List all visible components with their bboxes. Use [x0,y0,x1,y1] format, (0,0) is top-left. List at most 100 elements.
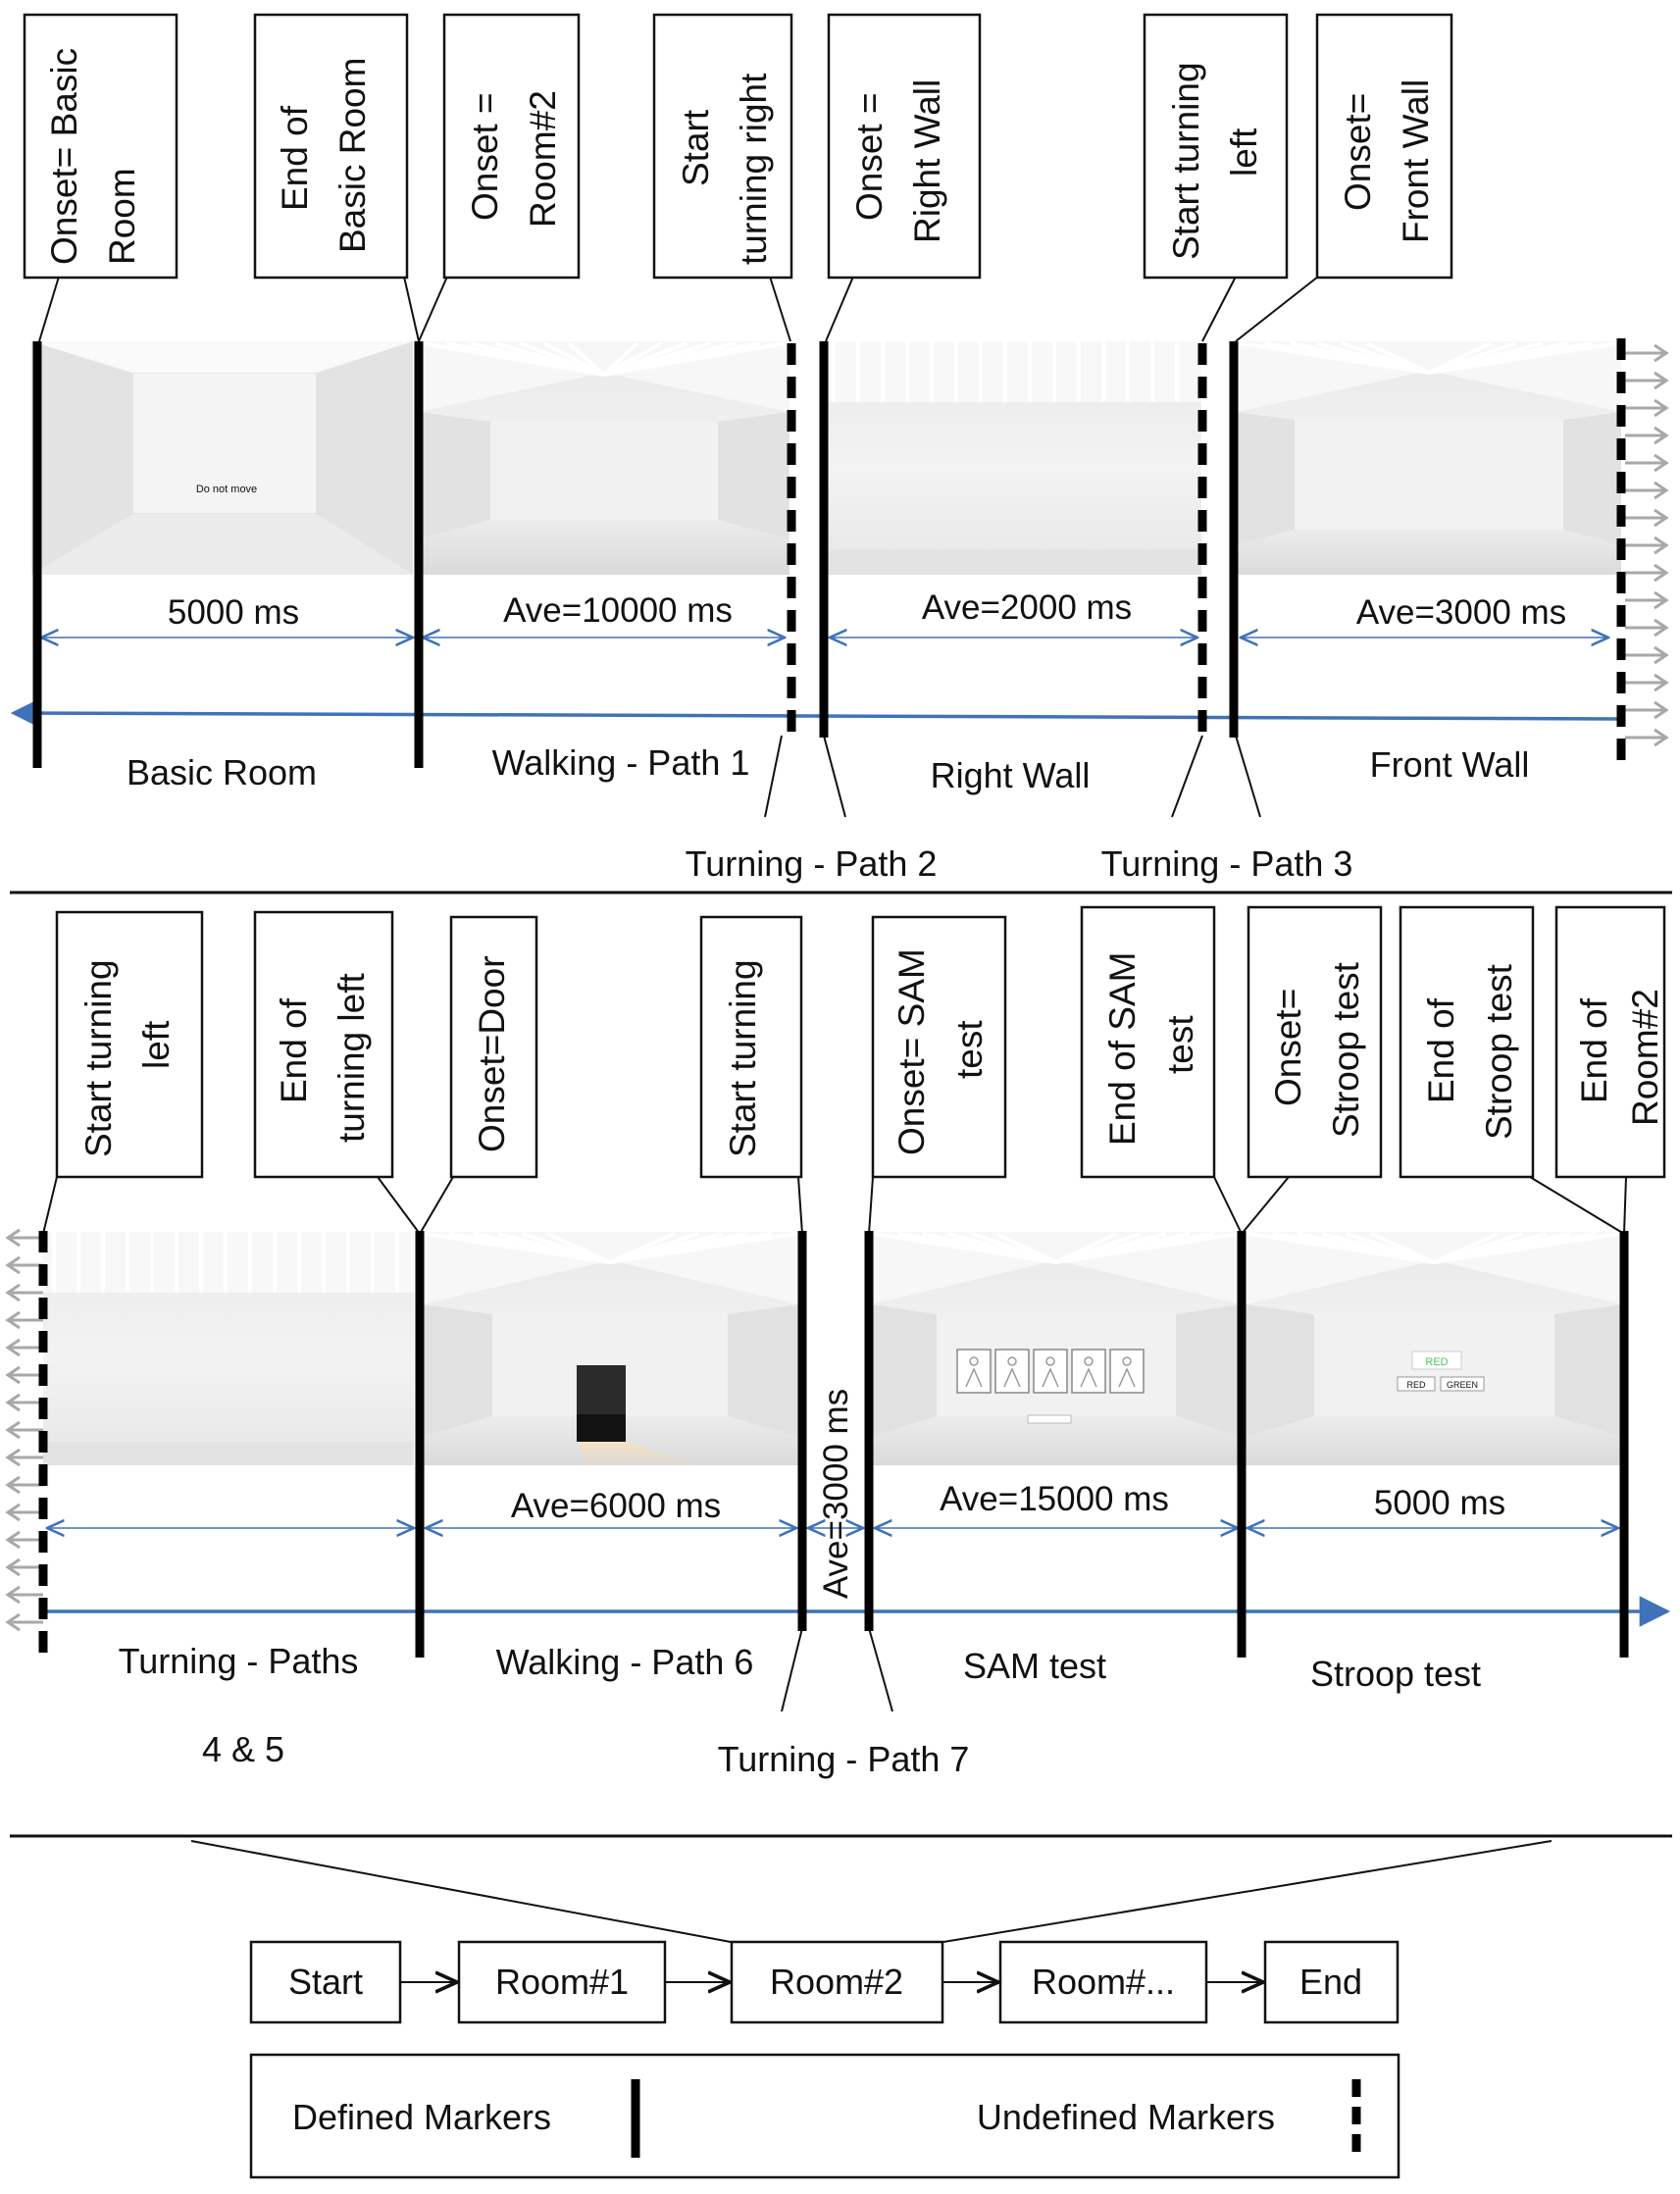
continuation-arrows-right [1625,343,1669,747]
continuation-arrow-head [5,1475,21,1495]
callout-text: Basic Room [332,58,373,253]
flow-step-start: Start [249,1940,402,2024]
continuation-arrow-head [5,1530,21,1550]
duration-label: 5000 ms [168,593,299,632]
continuation-arrow-head [1654,728,1669,747]
leader-line [403,276,420,342]
flow-step-end: End [1263,1940,1400,2024]
legend-undefined-label: Undefined Markers [977,2097,1275,2137]
continuation-arrow-head [5,1612,21,1632]
leader-line [1235,735,1261,818]
callout-text: End of [1421,997,1461,1103]
scene-front-wall [1237,341,1621,575]
flow-step-label: Room#2 [770,1962,903,2002]
leader-line [1171,735,1203,818]
callout-end-stroop: End of Stroop test [1399,905,1535,1179]
callout-text: test [949,1020,990,1079]
turning-label: Turning - Path 7 [718,1739,970,1779]
phase-label: Right Wall [931,755,1091,795]
duration-label: Ave=6000 ms [511,1487,721,1525]
callout-text: Room [102,168,142,265]
stroop-word: RED [1425,1356,1448,1368]
scene-basic-room: Do not move [31,341,413,575]
callout-text: Onset=Door [472,955,512,1152]
zoom-line [190,1840,732,1943]
callout-text: Start [676,109,716,186]
continuation-arrow-head [1654,453,1669,473]
leader-line [797,1176,803,1235]
continuation-arrow-head [1654,398,1669,418]
zoom-line [942,1840,1553,1943]
callout-text: Onset = [849,92,890,221]
continuation-arrow-head [1654,536,1669,555]
callout-text: Onset= [1268,989,1308,1106]
continuation-arrow-head [1654,343,1669,363]
continuation-arrow-head [1654,645,1669,665]
continuation-arrow-head [5,1283,21,1302]
bottom-section: RED RED GREEN Start turning left End of … [5,905,1671,1779]
phase-label: Basic Room [127,752,317,792]
callout-text: test [1160,1015,1200,1074]
continuation-arrow-head [5,1557,21,1577]
flow-step-room-more: Room#... [998,1940,1208,2024]
leader-line [825,276,854,342]
flow-step-room1: Room#1 [457,1940,667,2024]
callout-start-turning-right: Start turning right [652,13,793,280]
continuation-arrow-head [5,1420,21,1440]
callout-text: turning left [331,973,372,1143]
callout-onset-door: Onset=Door [449,915,538,1179]
duration-label: Ave=3000 ms [817,1389,855,1599]
duration-label: Ave=3000 ms [1356,593,1566,632]
continuation-arrow-head [5,1310,21,1330]
callout-text: Room#2 [523,90,563,228]
callout-onset-sam: Onset= SAM test [871,915,1007,1179]
phase-label: Front Wall [1370,744,1530,785]
duration-label: Ave=15000 ms [940,1480,1169,1518]
phase-label: 4 & 5 [202,1729,284,1769]
phase-label: Turning - Paths [119,1641,359,1681]
callout-onset-room2: Onset = Room#2 [442,13,581,280]
scene-stroop-test: RED RED GREEN [1246,1232,1623,1465]
callout-onset-basic-room: Onset= Basic Room [23,13,178,280]
callout-text: Onset = [465,92,505,221]
continuation-arrow-head [1654,590,1669,610]
continuation-arrow-head [1654,673,1669,692]
continuation-arrows-left [5,1228,43,1632]
callout-onset-right-wall: Onset = Right Wall [827,13,982,280]
continuation-arrow-head [1654,618,1669,638]
phase-label: Walking - Path 6 [496,1642,754,1682]
sam-manikin-icons [956,1349,1145,1394]
callout-text: Room#2 [1625,989,1665,1126]
leader-line [419,1176,454,1235]
scene-sam-test [871,1232,1242,1465]
callout-start-turning-left: Start turning left [1143,13,1289,280]
continuation-arrow-head [5,1338,21,1357]
leader-line [1201,276,1237,342]
callout-onset-front-wall: Onset= Front Wall [1315,13,1453,280]
leader-line [1235,276,1319,342]
continuation-arrow-head [1654,563,1669,583]
leader-line [1241,1176,1290,1235]
callout-text: Start turning [78,959,119,1157]
callout-text: End of SAM [1102,952,1143,1146]
phase-label: Walking - Path 1 [492,742,750,783]
continuation-arrow-head [5,1365,21,1385]
continuation-arrow-head [1654,508,1669,528]
callout-text: End of [274,997,314,1103]
top-section: Do not move [10,13,1669,884]
callout-onset-stroop: Onset= Stroop test [1247,905,1383,1179]
legend-defined-label: Defined Markers [292,2097,551,2137]
callout-text: End of [1574,997,1614,1103]
continuation-arrow-head [5,1228,21,1248]
continuation-arrow-head [5,1448,21,1467]
stroop-option: GREEN [1447,1380,1478,1390]
flow-step-label: Start [288,1962,363,2002]
timeline-axis [10,697,1621,729]
leader-line [38,276,60,342]
continuation-arrow-head [1654,700,1669,720]
callout-start-turning-left-2: Start turning left [55,910,204,1179]
scene-sign-text: Do not move [196,484,257,495]
leader-line [764,735,783,818]
leader-line [823,735,846,818]
